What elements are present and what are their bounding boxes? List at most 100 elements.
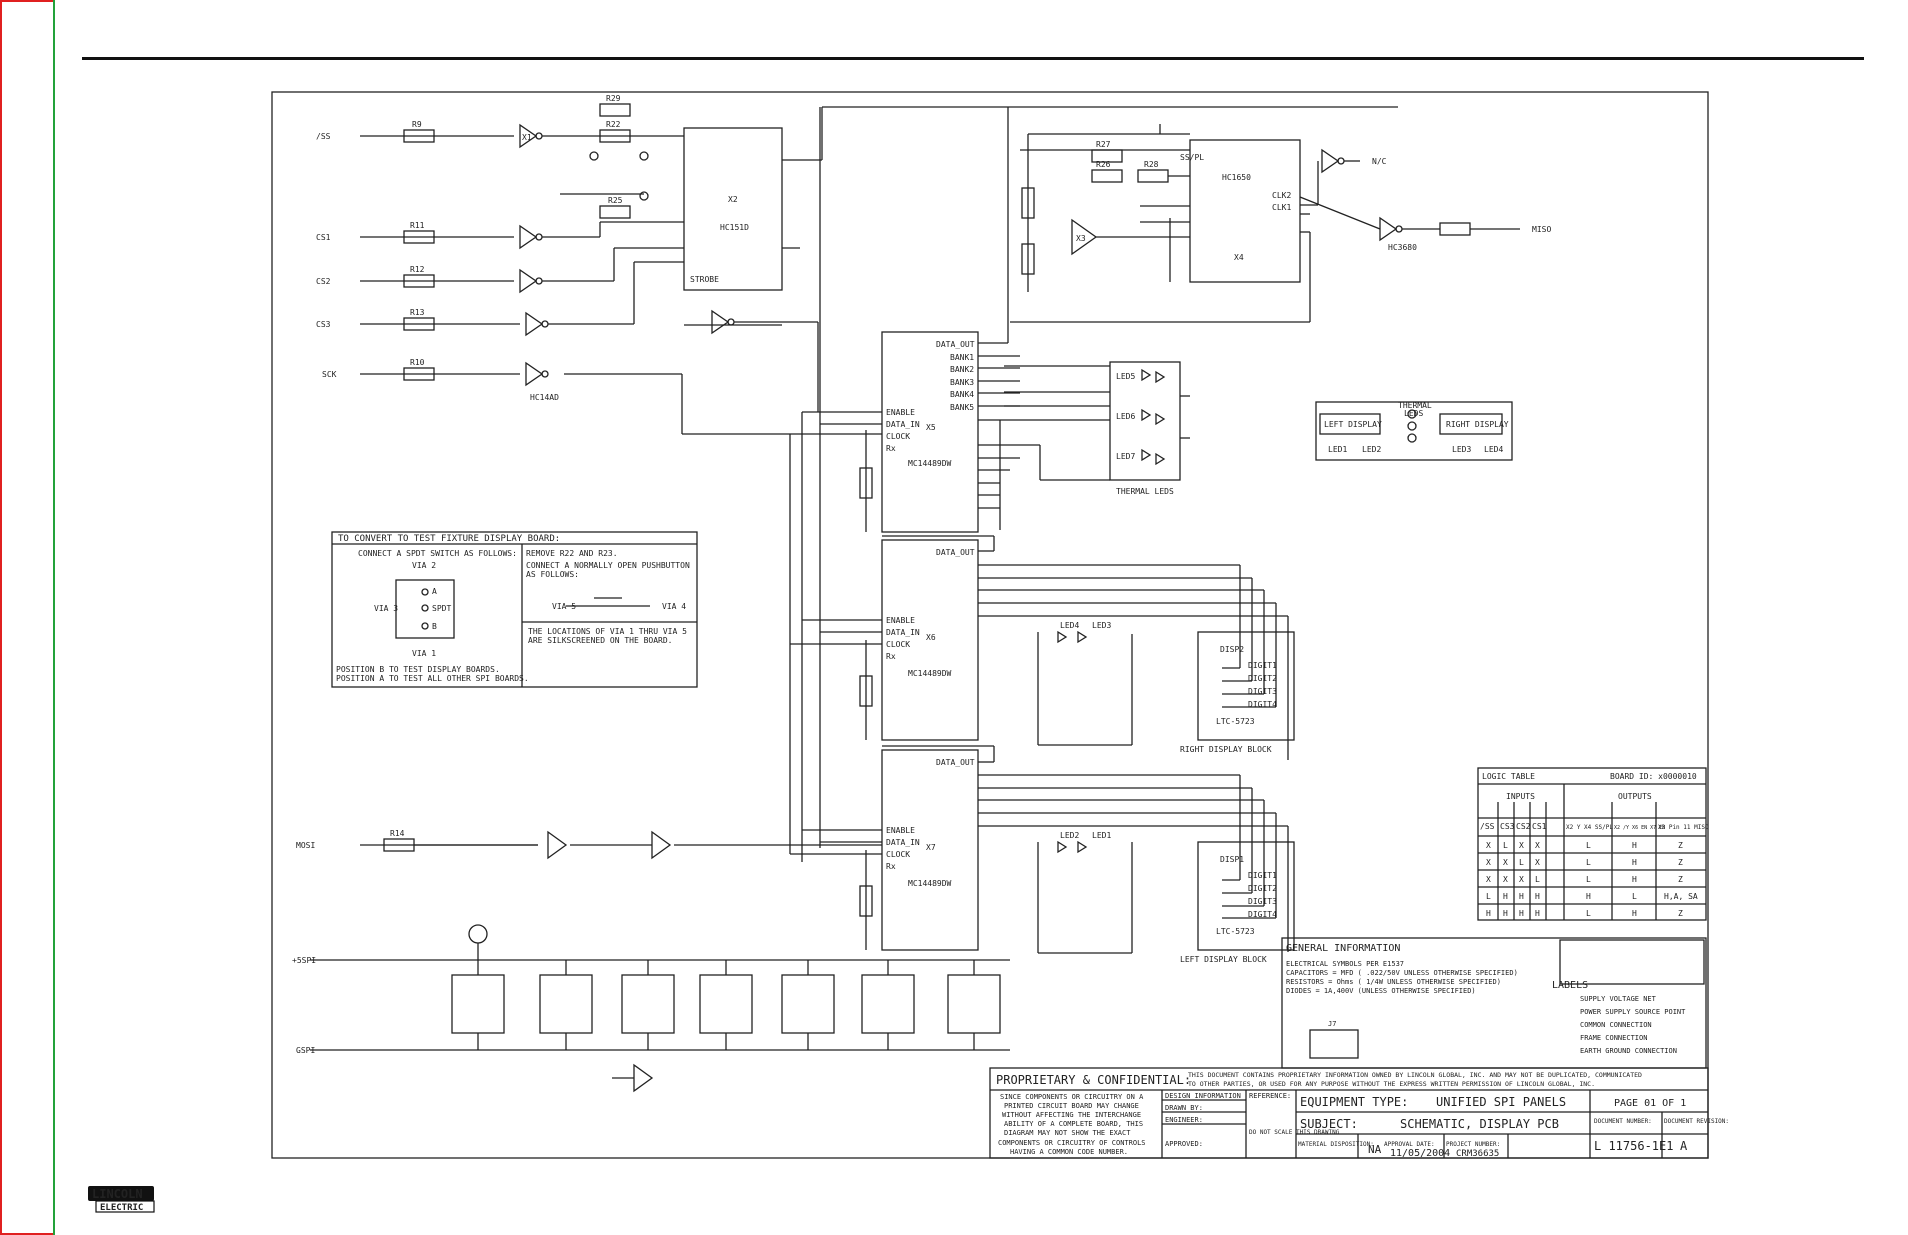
led4-label: LED4 xyxy=(1060,621,1079,630)
signal-cs3: CS3 xyxy=(316,320,331,329)
tb-notice2: TO OTHER PARTIES, OR USED FOR ANY PURPOS… xyxy=(1188,1080,1595,1088)
label-x1a: X1 xyxy=(522,133,532,142)
convert-loc1: THE LOCATIONS OF VIA 1 THRU VIA 5 xyxy=(528,627,687,636)
tb-material: MATERIAL DISPOSITION: xyxy=(1298,1141,1374,1148)
logic-header-cs3: CS3 xyxy=(1500,822,1515,831)
led3-label: LED3 xyxy=(1092,621,1111,630)
logic-r1c1: X xyxy=(1503,858,1508,867)
decoupling-x1 xyxy=(451,974,505,1034)
logic-header-out1: X2 Y X4 SS/PL xyxy=(1566,824,1613,831)
sheet-border xyxy=(271,91,1709,1159)
convert-pos-a: A xyxy=(432,587,437,596)
logic-r0c4: L xyxy=(1586,841,1591,850)
logic-r3c3: H xyxy=(1535,892,1540,901)
decoupling-x3 xyxy=(621,974,675,1034)
label-x7: X7 xyxy=(926,843,936,852)
tb-approved: APPROVED: xyxy=(1165,1140,1203,1148)
signal-vspi-left: +5SPI xyxy=(292,956,316,965)
chip-x5 xyxy=(881,331,979,533)
chip-x6 xyxy=(881,539,979,741)
convert-box xyxy=(331,531,698,688)
logic-r4c4: L xyxy=(1586,909,1591,918)
label-r12: R12 xyxy=(410,265,425,274)
label-x3-part: HC3680 xyxy=(1388,243,1417,252)
label-x4-part: HC1650 xyxy=(1222,173,1251,182)
pin-strobe: STROBE xyxy=(690,275,719,284)
tb-since5: DIAGRAM MAY NOT SHOW THE EXACT xyxy=(1004,1129,1131,1137)
tb-material-val: NA xyxy=(1368,1143,1382,1156)
signal-sck: SCK xyxy=(322,370,337,379)
label-hc14ad: HC14AD xyxy=(530,393,559,402)
logic-r2c1: X xyxy=(1503,875,1508,884)
decoupling-x2 xyxy=(539,974,593,1034)
logic-r1c0: X xyxy=(1486,858,1491,867)
convert-via4: VIA 4 xyxy=(662,602,686,611)
header-rule xyxy=(82,57,1864,60)
tb-reference: REFERENCE: xyxy=(1249,1092,1291,1100)
logic-header-out2: X2 /Y X6 EN X7 EN xyxy=(1614,825,1665,831)
tb-proprietary: PROPRIETARY & CONFIDENTIAL: xyxy=(996,1073,1191,1087)
convert-via2: VIA 2 xyxy=(412,561,436,570)
tb-page: PAGE 01 OF 1 xyxy=(1614,1098,1686,1109)
bottom-red-margin-line xyxy=(0,1233,55,1235)
tb-subject: SCHEMATIC, DISPLAY PCB xyxy=(1400,1117,1559,1131)
general-line2: CAPACITORS = MFD ( .022/50V UNLESS OTHER… xyxy=(1286,969,1518,977)
logic-r2c4: L xyxy=(1586,875,1591,884)
tb-since1: SINCE COMPONENTS OR CIRCUITRY ON A xyxy=(1000,1093,1144,1101)
label-r26: R26 xyxy=(1096,160,1111,169)
general-line3: RESISTORS = Ohms ( 1/4W UNLESS OTHERWISE… xyxy=(1286,978,1501,986)
pin-enable-x7: ENABLE xyxy=(886,826,915,835)
panel-led2: LED2 xyxy=(1362,445,1381,454)
label-mc14489-x7: MC14489DW xyxy=(908,879,952,888)
decoupling-x6 xyxy=(861,974,915,1034)
tb-subject-label: SUBJECT: xyxy=(1300,1117,1358,1131)
pin-clk1: CLK1 xyxy=(1272,203,1291,212)
lincoln-electric-logo: LINCOLN ELECTRIC xyxy=(88,1186,155,1213)
tb-notice1: THIS DOCUMENT CONTAINS PROPRIETARY INFOR… xyxy=(1188,1071,1642,1079)
logo-line1: LINCOLN xyxy=(92,1187,143,1201)
pin-data-in-x6: DATA_IN xyxy=(886,628,920,637)
pin-clock-x6: CLOCK xyxy=(886,640,910,649)
led5-label: LED5 xyxy=(1116,372,1135,381)
label-r14: R14 xyxy=(390,829,405,838)
label-r13: R13 xyxy=(410,308,425,317)
logic-table-outputs: OUTPUTS xyxy=(1618,792,1652,801)
title-block xyxy=(989,1067,1709,1159)
signal-cs1: CS1 xyxy=(316,233,331,242)
panel-left-display: LEFT DISPLAY xyxy=(1324,420,1382,429)
convert-via1: VIA 1 xyxy=(412,649,436,658)
logic-r2c5: H xyxy=(1632,875,1637,884)
convert-remove: REMOVE R22 AND R23. xyxy=(526,549,618,558)
logic-r2c2: X xyxy=(1519,875,1524,884)
logic-r3c1: H xyxy=(1503,892,1508,901)
tb-approval-date: 11/05/2004 xyxy=(1390,1148,1450,1159)
signal-nc: N/C xyxy=(1372,157,1387,166)
label-x2: X2 xyxy=(728,195,738,204)
pin-rx-x5: Rx xyxy=(886,444,896,453)
logic-r3c6: H,A, SA xyxy=(1664,892,1698,901)
logic-header-cs2: CS2 xyxy=(1516,822,1531,831)
convert-as-follows: AS FOLLOWS: xyxy=(526,570,579,579)
general-line4: DIODES = 1A,400V (UNLESS OTHERWISE SPECI… xyxy=(1286,987,1476,995)
tb-engineer: ENGINEER: xyxy=(1165,1116,1203,1124)
green-margin-line xyxy=(53,0,55,1235)
panel-led3: LED3 xyxy=(1452,445,1471,454)
chip-x7 xyxy=(881,749,979,951)
chip-x2 xyxy=(683,127,783,291)
pin-data-out-x6: DATA_OUT xyxy=(936,548,975,557)
label-r29: R29 xyxy=(606,94,621,103)
logic-r3c4: H xyxy=(1586,892,1591,901)
disp1-digit3: DIGIT3 xyxy=(1248,897,1277,906)
logic-r4c3: H xyxy=(1535,909,1540,918)
pin-rx-x7: Rx xyxy=(886,862,896,871)
pin-clock-x7: CLOCK xyxy=(886,850,910,859)
logic-r4c5: H xyxy=(1632,909,1637,918)
convert-via3: VIA 3 xyxy=(374,604,398,613)
convert-line1: CONNECT A SPDT SWITCH AS FOLLOWS: xyxy=(358,549,517,558)
pin-enable-x5: ENABLE xyxy=(886,408,915,417)
logic-table-board-id: BOARD ID: x0000010 xyxy=(1610,772,1697,781)
tb-since3: WITHOUT AFFECTING THE INTERCHANGE xyxy=(1002,1111,1141,1119)
disp1-label: DISP1 xyxy=(1220,855,1244,864)
panel-led1: LED1 xyxy=(1328,445,1347,454)
general-title: GENERAL INFORMATION xyxy=(1286,943,1400,954)
